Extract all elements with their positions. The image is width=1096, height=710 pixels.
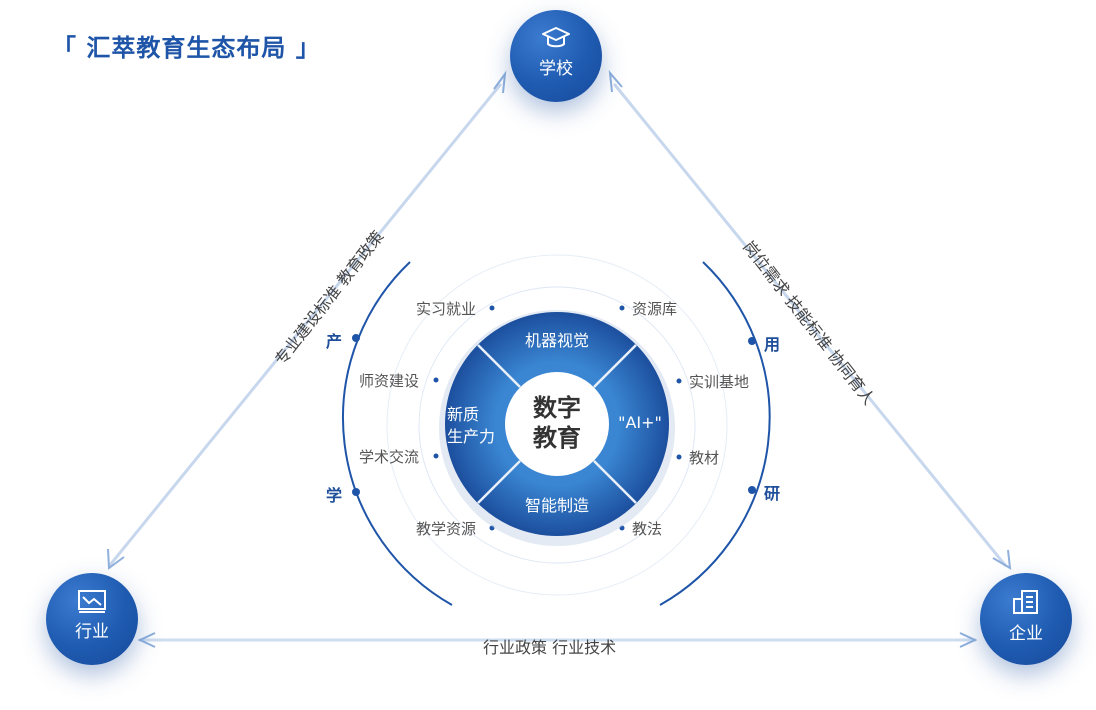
ring-label-left-1: 新质 <box>447 405 480 424</box>
arrow-to-school-right <box>608 69 623 93</box>
ring-label-bottom: 智能制造 <box>524 496 589 515</box>
edge-school-enterprise <box>613 83 1007 567</box>
graduation-cap-icon <box>542 27 570 48</box>
ring-label-right: "AI+" <box>618 413 662 432</box>
label-xueshu: 学术交流 <box>359 448 420 466</box>
dot-xue <box>352 488 360 496</box>
label-shixi: 实习就业 <box>416 300 477 318</box>
label-jiaofa: 教法 <box>632 520 663 538</box>
arrowheads <box>107 69 1012 648</box>
outer-faint-circle <box>386 254 728 596</box>
building-icon <box>1013 590 1038 614</box>
center-circle <box>505 372 609 476</box>
arrow-to-enterprise-bottom <box>959 632 978 648</box>
center-label: 数字 教育 <box>507 393 607 453</box>
right-outer-arc <box>659 261 771 606</box>
dot-chan <box>352 334 360 342</box>
page-title: 「 汇萃教育生态布局 」 <box>52 34 321 62</box>
label-shizi: 师资建设 <box>359 372 420 390</box>
center-line-2: 教育 <box>533 424 581 452</box>
arrow-to-school-left <box>493 70 507 94</box>
ring-label-top: 机器视觉 <box>524 331 589 350</box>
ring-dividers <box>477 344 637 504</box>
dot-yan <box>748 486 756 494</box>
arrow-to-industry <box>107 548 125 570</box>
mid-faint-circle <box>418 286 696 564</box>
node-industry[interactable]: 行业 <box>46 573 138 665</box>
label-ziyuan: 资源库 <box>632 300 678 318</box>
arrow-to-enterprise <box>992 549 1012 570</box>
side-label-chan: 产 <box>326 332 343 351</box>
side-label-yan: 研 <box>764 484 781 503</box>
edge-text-bottom: 行业政策 行业技术 <box>483 638 617 657</box>
trend-chart-icon <box>78 590 106 613</box>
label-jiaoxue: 教学资源 <box>416 520 477 538</box>
arrow-to-industry-bottom <box>137 632 156 648</box>
node-enterprise[interactable]: 企业 <box>980 573 1072 665</box>
side-label-yong: 用 <box>764 335 781 354</box>
label-shixun: 实训基地 <box>689 373 750 391</box>
industry-label: 行业 <box>75 622 109 642</box>
triangle-edges <box>108 83 1007 642</box>
ring-label-left-2: 生产力 <box>447 427 496 446</box>
enterprise-label: 企业 <box>1009 624 1043 644</box>
label-jiaocai: 教材 <box>689 449 720 467</box>
edge-school-industry <box>108 83 502 567</box>
dot-yong <box>748 337 756 345</box>
center-line-1: 数字 <box>533 394 581 422</box>
left-outer-arc <box>342 261 453 606</box>
school-label: 学校 <box>539 59 573 79</box>
side-label-xue: 学 <box>326 486 343 505</box>
node-school[interactable]: 学校 <box>510 10 602 102</box>
